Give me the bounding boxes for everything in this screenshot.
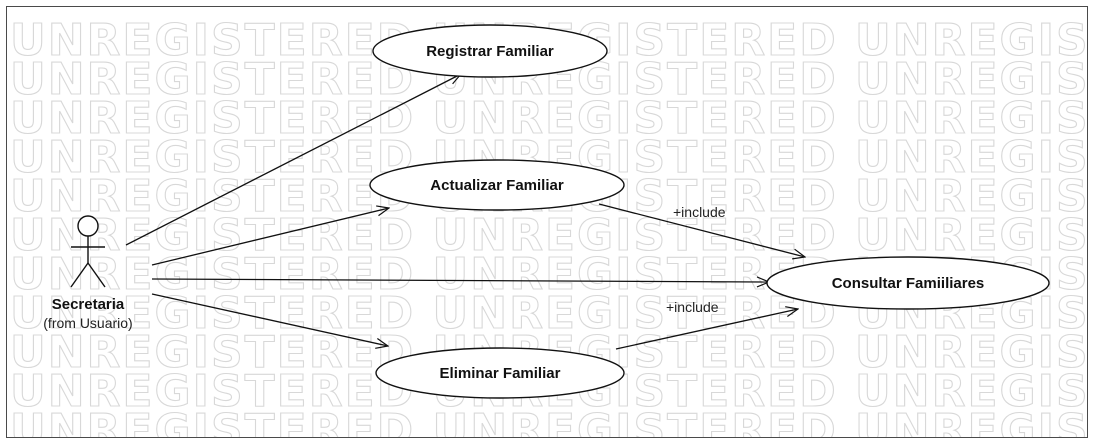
- actor-name: Secretaria: [52, 296, 125, 313]
- association-consultar[interactable]: [151, 279, 769, 282]
- actor-subtitle: (from Usuario): [43, 315, 132, 331]
- include-label: +include: [673, 204, 726, 220]
- use-case-consultar[interactable]: Consultar Famiiliares: [766, 256, 1050, 310]
- watermark-row: UNREGISTERED UNREGISTERED UNREGISTERED U…: [10, 93, 1095, 144]
- use-case-ellipse: [369, 159, 625, 211]
- use-case-ellipse: [766, 256, 1050, 310]
- use-case-label: Actualizar Familiar: [430, 177, 564, 194]
- association-eliminar[interactable]: [151, 293, 388, 346]
- watermark-row: UNREGISTERED UNREGISTERED UNREGISTERED U…: [10, 405, 1095, 444]
- actor-leg-left: [70, 262, 89, 288]
- actor-leg-right: [87, 262, 106, 288]
- actor-figure[interactable]: [70, 215, 106, 288]
- include-edge-eliminar[interactable]: [615, 309, 798, 350]
- associations: [125, 74, 769, 346]
- association-actualizar[interactable]: [151, 208, 389, 266]
- use-case-eliminar[interactable]: Eliminar Familiar: [375, 347, 625, 399]
- use-case-ellipse: [375, 347, 625, 399]
- use-case-label: Eliminar Familiar: [440, 365, 561, 382]
- include-label: +include: [666, 299, 719, 315]
- use-case-actualizar[interactable]: Actualizar Familiar: [369, 159, 625, 211]
- use-case-label: Registrar Familiar: [426, 43, 554, 60]
- use-case-registrar[interactable]: Registrar Familiar: [372, 24, 608, 78]
- include-edge-actualizar[interactable]: [598, 203, 805, 257]
- watermark-row: UNREGISTERED UNREGISTERED UNREGISTERED U…: [10, 210, 1095, 261]
- use-case-ellipse: [372, 24, 608, 78]
- actor-head: [77, 215, 99, 237]
- association-registrar[interactable]: [125, 74, 461, 246]
- use-case-label: Consultar Famiiliares: [832, 275, 985, 292]
- include-relations: [598, 203, 805, 350]
